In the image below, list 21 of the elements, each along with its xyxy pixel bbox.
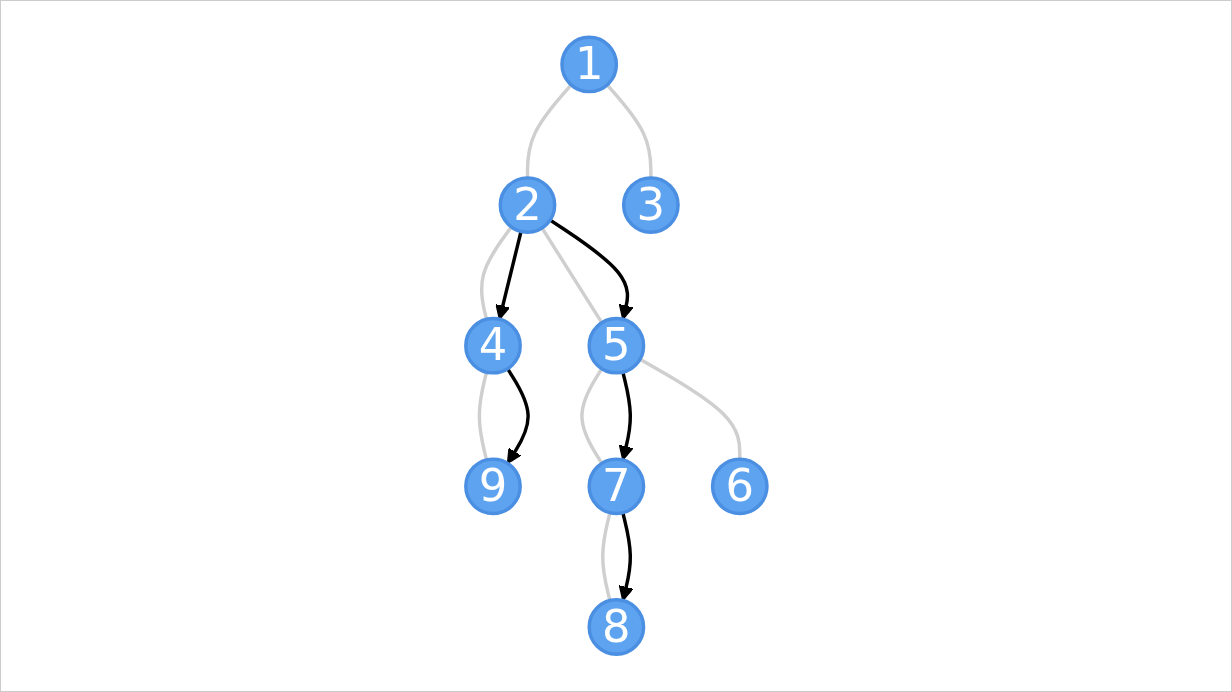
connector — [479, 226, 513, 320]
tree-node-circle: 6 — [710, 457, 769, 516]
tree-node-circle: 5 — [587, 317, 645, 375]
arrow — [618, 512, 634, 602]
connector — [477, 372, 488, 461]
connector — [540, 227, 603, 324]
arrow — [505, 368, 530, 465]
connector — [579, 368, 603, 465]
tree-node-circle: 4 — [463, 317, 522, 375]
tree-node-circle: 7 — [587, 457, 645, 516]
connector — [605, 84, 653, 179]
arrow — [548, 218, 634, 321]
arrow — [495, 231, 523, 321]
tree-node-circle: 1 — [559, 35, 618, 94]
tree-node-circle: 8 — [587, 598, 645, 657]
arrow — [618, 372, 634, 461]
connector — [600, 512, 612, 602]
tree-node-circle: 9 — [463, 457, 522, 516]
connector — [525, 84, 573, 179]
tree-node-circle: 3 — [621, 176, 680, 235]
tree-node-circle: 2 — [498, 176, 557, 235]
